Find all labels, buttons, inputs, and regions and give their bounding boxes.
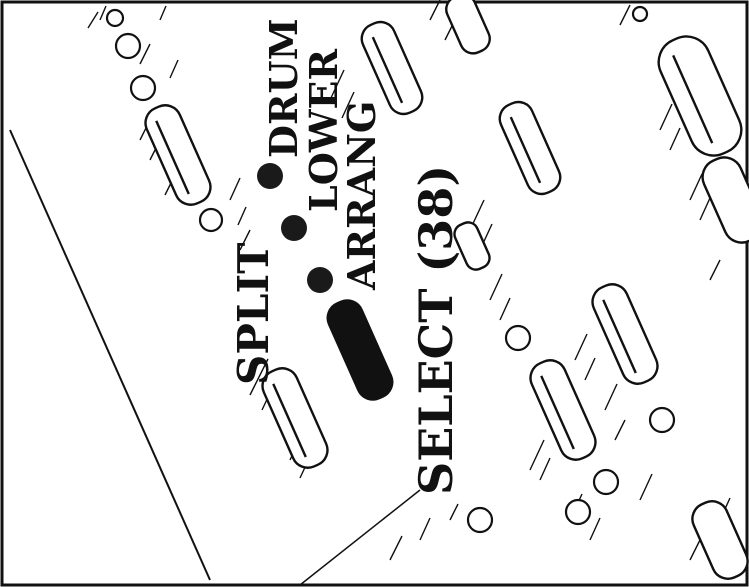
select-button-label: SELECT (38) (409, 165, 463, 495)
indicator-label-arrang: ARRANG (339, 101, 384, 291)
round-button-icon[interactable] (648, 406, 676, 434)
slim-key-icon[interactable] (651, 29, 749, 163)
slim-key-icon[interactable] (495, 97, 565, 199)
round-button-icon[interactable] (504, 324, 532, 352)
panel-edge-line (9, 129, 211, 581)
slim-key-icon[interactable] (587, 279, 662, 389)
slim-key-icon[interactable] (357, 17, 427, 119)
round-button-icon[interactable] (592, 468, 620, 496)
panel-lower-edge-line (299, 489, 421, 586)
round-buttons (105, 5, 676, 534)
round-button-icon[interactable] (114, 32, 142, 60)
slim-key-icon[interactable] (140, 100, 215, 210)
round-button-icon[interactable] (105, 8, 125, 28)
round-button-icon[interactable] (466, 506, 494, 534)
slim-key-icon[interactable] (525, 355, 600, 465)
slim-keys (140, 0, 749, 584)
slim-key-icon[interactable] (451, 219, 492, 273)
round-button-icon[interactable] (564, 498, 592, 526)
led-indicator-icon (281, 215, 307, 241)
indicator-label-lower: LOWER (301, 49, 346, 212)
select-button[interactable] (322, 295, 397, 405)
slim-key-icon[interactable] (697, 152, 749, 249)
split-section-label: SPLIT (229, 243, 278, 385)
slim-key-icon[interactable] (687, 496, 749, 584)
led-indicator-icon (257, 163, 283, 189)
led-indicators (257, 163, 333, 293)
round-button-icon[interactable] (129, 74, 157, 102)
slim-key-icon[interactable] (257, 363, 332, 473)
round-button-icon[interactable] (198, 207, 224, 233)
indicator-label-drum: DRUM (261, 18, 306, 158)
round-button-icon[interactable] (631, 5, 649, 23)
led-indicator-icon (307, 267, 333, 293)
slim-key-icon[interactable] (442, 0, 494, 58)
